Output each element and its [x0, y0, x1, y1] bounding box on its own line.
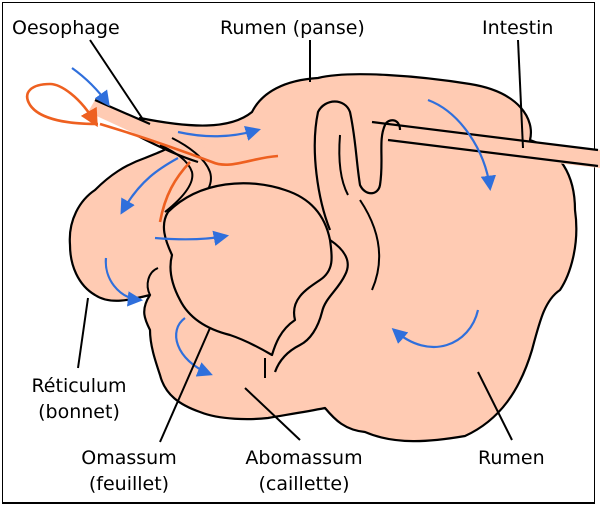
food-path-arrow-icon [27, 84, 98, 124]
label-reticulum: Réticulum [12, 374, 146, 398]
label-omassum-sub: (feuillet) [62, 472, 196, 496]
label-abomassum-sub: (caillette) [222, 472, 386, 496]
leader-line-reticulum [78, 298, 88, 368]
label-omassum: Omassum [62, 446, 196, 470]
label-rumen: Rumen [478, 446, 545, 470]
label-intestin: Intestin [482, 16, 553, 40]
label-oesophage: Oesophage [12, 16, 120, 40]
label-reticulum-sub: (bonnet) [12, 400, 146, 424]
label-rumen-panse: Rumen (panse) [220, 16, 365, 40]
label-abomassum: Abomassum [222, 446, 386, 470]
